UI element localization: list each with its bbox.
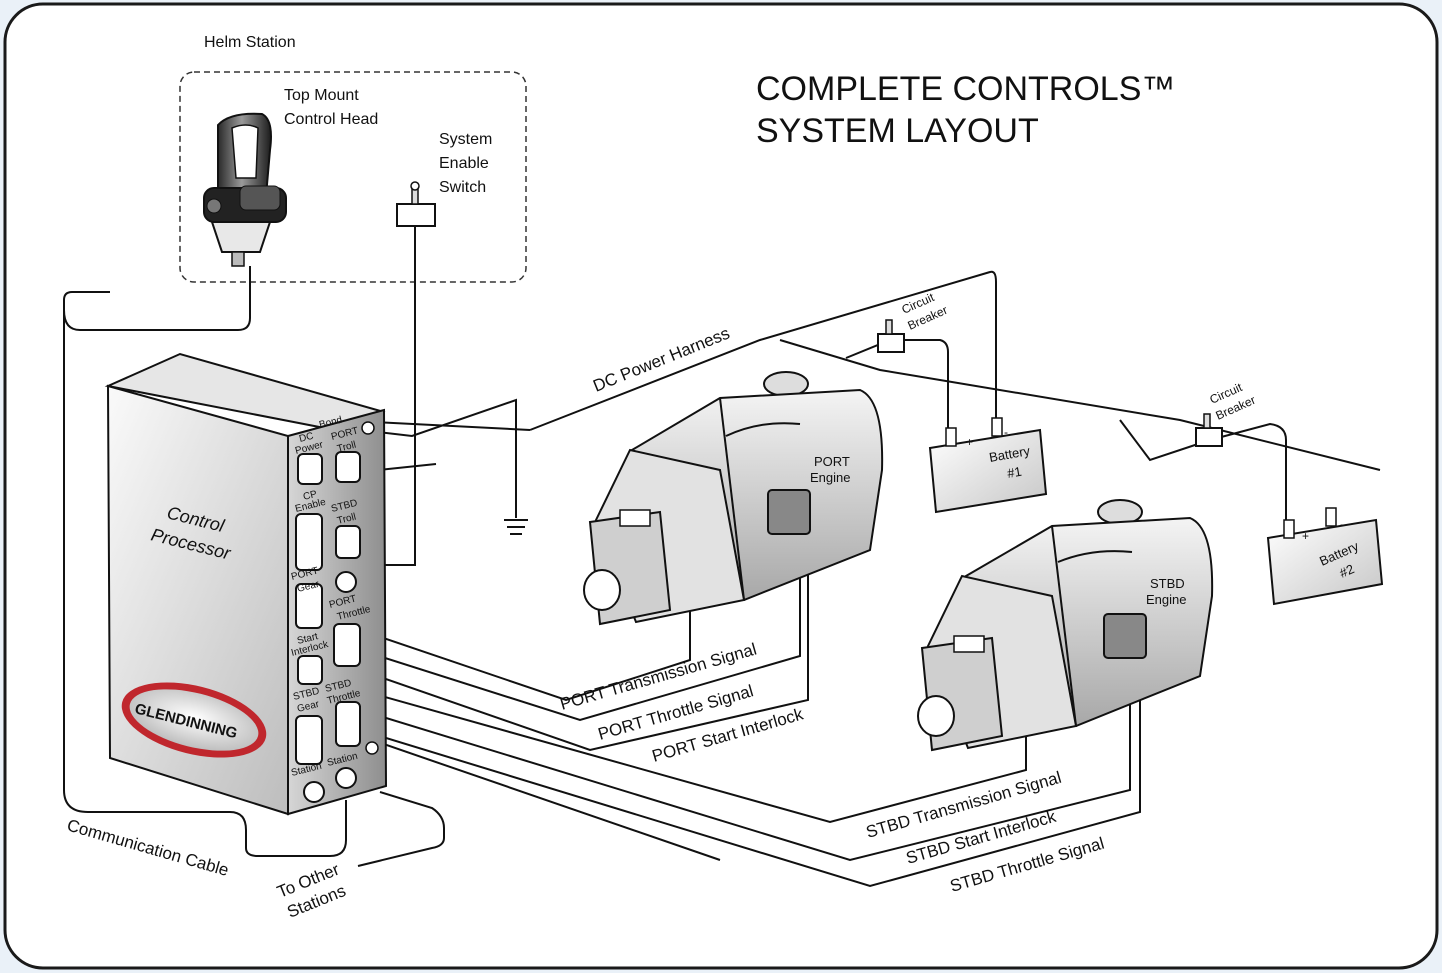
control-head-label-1: Top Mount xyxy=(284,87,359,104)
title-line-2: SYSTEM LAYOUT xyxy=(756,112,1039,150)
battery-1-label-2: #1 xyxy=(1006,464,1023,481)
battery-1-minus: - xyxy=(1004,425,1008,439)
port-label-port-gear-2: Gear xyxy=(296,579,321,595)
helm-station-label: Helm Station xyxy=(204,34,296,51)
port-engine-label-2: Engine xyxy=(810,470,850,485)
battery-1-plus: + xyxy=(966,435,973,449)
enable-switch-icon xyxy=(396,181,436,227)
battery-2-label-2: #2 xyxy=(1337,561,1356,581)
stbd-engine-label-2: Engine xyxy=(1146,592,1186,607)
stbd-engine-label-1: STBD xyxy=(1150,576,1185,591)
port-engine-label-1: PORT xyxy=(814,454,850,469)
port-label-stbd-gear-2: Gear xyxy=(296,699,321,715)
control-head-icon xyxy=(203,112,287,267)
glendinning-logo xyxy=(121,682,267,758)
helm-station-box xyxy=(179,71,527,283)
battery-2-minus: - xyxy=(1340,517,1344,531)
battery-1-label-1: Battery xyxy=(988,443,1032,465)
battery-1-icon xyxy=(928,417,1048,514)
port-label-stbd-troll-2: Troll xyxy=(336,512,357,527)
circuit-breaker-1-icon xyxy=(877,319,905,353)
control-head-label-2: Control Head xyxy=(284,111,378,128)
port-label-port-troll-2: Troll xyxy=(336,440,357,455)
battery-2-plus: + xyxy=(1302,529,1309,543)
circuit-breaker-2-icon xyxy=(1195,413,1223,447)
stbd-engine-icon xyxy=(917,499,1214,752)
enable-switch-label-3: Switch xyxy=(439,179,486,196)
enable-switch-label-1: System xyxy=(439,131,492,148)
processor-connectors xyxy=(295,451,361,803)
port-engine-icon xyxy=(583,371,884,626)
port-label-bond: Bond xyxy=(318,415,343,431)
port-label-start-interlock-1: Start xyxy=(296,631,319,647)
enable-switch-label-2: Enable xyxy=(439,155,489,172)
port-label-dc-power-1: DC xyxy=(298,431,315,445)
port-label-cp-enable-1: CP xyxy=(302,489,318,503)
title-line-1: COMPLETE CONTROLS™ xyxy=(756,70,1175,108)
battery-2-icon xyxy=(1266,507,1384,606)
